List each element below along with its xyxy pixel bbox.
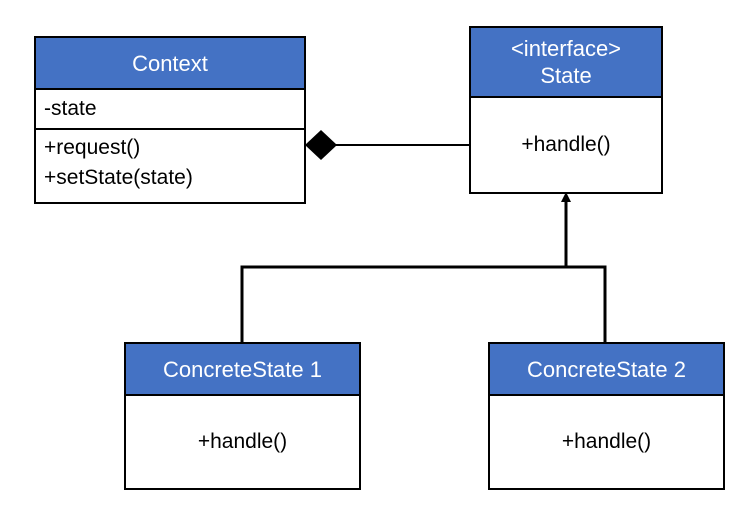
context-operation-setstate: +setState(state) [44, 166, 193, 189]
concrete-state-1-operations: +handle() [126, 396, 359, 488]
concrete-state-2-operation-handle: +handle() [561, 430, 652, 453]
context-class-name: Context [132, 50, 208, 76]
state-interface-name: State [540, 63, 592, 88]
state-interface-header: <interface> State [471, 28, 661, 98]
context-class: Context -state +request() +setState(stat… [34, 36, 306, 204]
context-operation-request: +request() [44, 136, 141, 159]
concrete-state-1-operation-handle: +handle() [197, 430, 288, 453]
concrete-state-2-header: ConcreteState 2 [490, 344, 723, 396]
state-operations: +handle() [471, 98, 661, 192]
concrete-state-2-name: ConcreteState 2 [527, 356, 686, 382]
state-interface: <interface> State +handle() [469, 26, 663, 194]
composition-diamond [305, 130, 337, 160]
concrete-state-2-class: ConcreteState 2 +handle() [488, 342, 725, 490]
concrete-state-2-operations: +handle() [490, 396, 723, 488]
inheritance-line-concrete1 [240, 265, 566, 343]
inheritance-arrowhead [561, 192, 571, 202]
context-class-header: Context [36, 38, 304, 90]
context-attribute-state: -state [44, 97, 97, 120]
state-operation-handle: +handle() [521, 133, 611, 156]
context-attributes: -state [36, 90, 304, 130]
concrete-state-1-name: ConcreteState 1 [163, 356, 322, 382]
concrete-state-1-class: ConcreteState 1 +handle() [124, 342, 361, 490]
concrete-state-1-header: ConcreteState 1 [126, 344, 359, 396]
inheritance-line-concrete2 [566, 265, 607, 343]
state-stereotype: <interface> [510, 36, 622, 61]
context-operations: +request() +setState(state) [36, 130, 304, 193]
